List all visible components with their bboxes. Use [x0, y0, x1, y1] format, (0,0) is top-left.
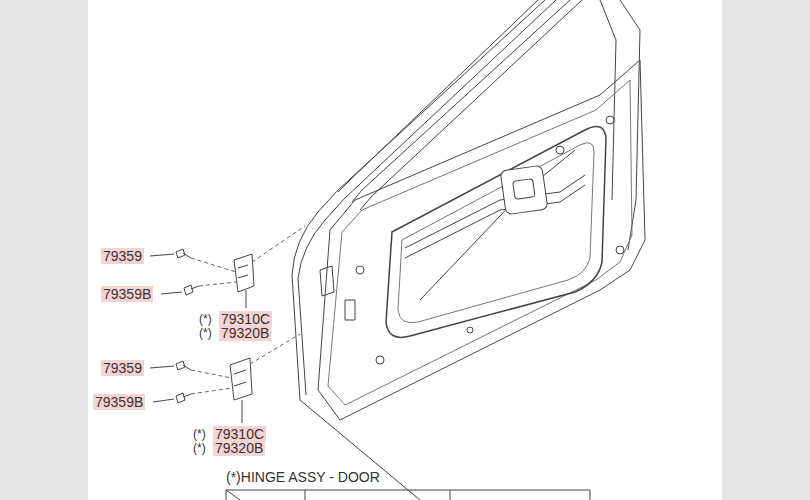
callout-number: 79359B [93, 394, 145, 410]
callout-number: 79320B [213, 440, 265, 456]
asterisk-mark: (*) [199, 311, 212, 327]
callout-number: 79320B [219, 325, 271, 341]
callout-number: 79359 [101, 360, 144, 376]
note-text: (*)HINGE ASSY - DOOR [226, 469, 380, 485]
asterisk-mark: (*) [199, 325, 212, 341]
callout-number: 79359 [101, 248, 144, 264]
asterisk-mark: (*) [193, 440, 206, 456]
callout-number: 79359B [101, 286, 153, 302]
asterisk-mark: (*) [193, 426, 206, 442]
